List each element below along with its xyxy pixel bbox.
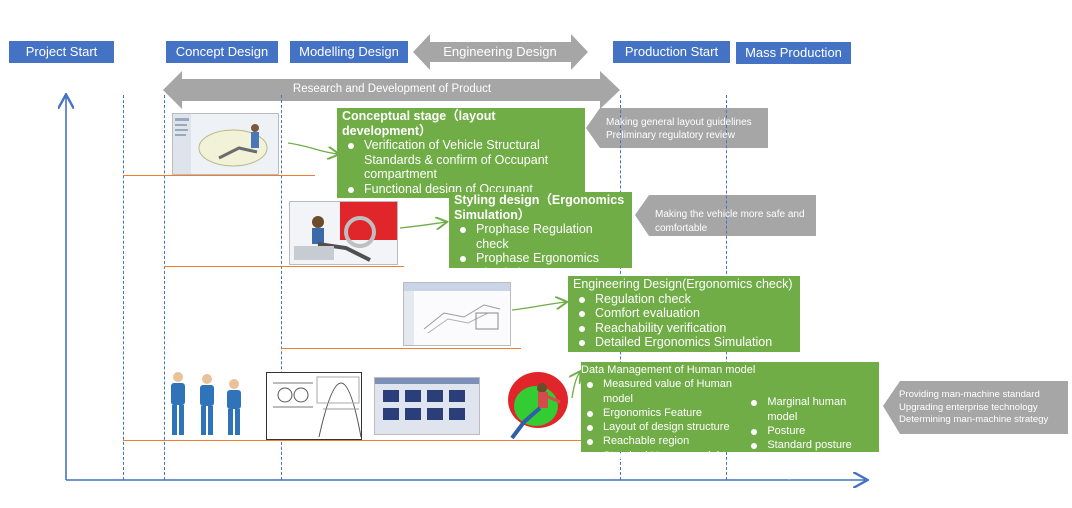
conceptual-note: Making general layout guidelines Prelimi… xyxy=(606,116,752,142)
arrow-styling xyxy=(399,222,446,228)
anthropometric-chart-image xyxy=(266,372,362,440)
list-item: Detailed Ergonomics Simulation xyxy=(579,335,795,350)
engineering-design-double-arrow xyxy=(413,34,588,70)
cad-thumbnail-styling xyxy=(289,201,398,265)
human-model-title: Data Management of Human model xyxy=(581,364,756,376)
arrow-human-model xyxy=(572,372,580,399)
list-item: Standard Human model xyxy=(586,449,745,463)
list-item: Layout of design structure xyxy=(586,420,745,434)
note-line: Upgrading enterprise technology xyxy=(899,401,1038,413)
human-model-note: Providing man-machine standard Upgrading… xyxy=(899,389,1048,427)
cad-thumbnail-engineering xyxy=(403,282,511,346)
arrow-conceptual xyxy=(287,142,338,154)
guide-line xyxy=(123,95,124,480)
list-item: Prophase Ergonomics Simulation xyxy=(460,251,627,280)
cad-thumbnail-layout xyxy=(172,113,279,175)
conceptual-stage-title: Conceptual stage（layout development） xyxy=(342,109,496,138)
stage-line xyxy=(281,348,521,349)
stage-line xyxy=(123,440,581,441)
note-pointer-3 xyxy=(883,381,1068,434)
phase-modelling-design: Modelling Design xyxy=(290,41,408,63)
list-item: Reachability verification xyxy=(579,321,795,336)
styling-design-title: Styling design（Ergonomics Simulation） xyxy=(454,193,625,222)
phase-project-start: Project Start xyxy=(9,41,114,63)
human-figures-image xyxy=(171,372,241,435)
list-item: Verification of Vehicle Structural Stand… xyxy=(348,138,580,182)
list-item: Comfort evaluation xyxy=(579,306,795,321)
list-item: Posture xyxy=(751,424,874,438)
conceptual-stage-box: Conceptual stage（layout development） Ver… xyxy=(337,108,585,210)
list-item: Prophase Regulation check xyxy=(460,222,627,251)
software-screenshot-image xyxy=(374,377,480,435)
note-line: Preliminary regulatory review xyxy=(606,130,735,141)
list-item: Marginal human model xyxy=(751,395,874,424)
note-pointer-1 xyxy=(586,108,768,148)
phase-production-start: Production Start xyxy=(613,41,730,63)
note-pointer-2 xyxy=(635,195,816,236)
guide-line xyxy=(281,95,282,480)
styling-design-box: Styling design（Ergonomics Simulation） Pr… xyxy=(449,192,632,280)
list-item: Reachable region xyxy=(586,434,745,448)
note-line: Determining man-machine strategy xyxy=(899,414,1049,425)
human-model-box: Data Management of Human model Measured … xyxy=(581,362,879,480)
note-line: Making general layout guidelines xyxy=(606,117,752,128)
guide-line xyxy=(164,95,165,480)
rnd-label: Research and Development of Product xyxy=(292,83,492,95)
arrow-engineering xyxy=(511,302,566,311)
rnd-double-arrow xyxy=(163,71,620,109)
engineering-design-box: Engineering Design(Ergonomics check) Reg… xyxy=(568,276,800,352)
list-item: Special posture analysis xyxy=(751,452,874,481)
list-item: Regulation check xyxy=(579,292,795,307)
stage-line xyxy=(164,266,404,267)
stage-line xyxy=(123,175,315,176)
list-item: Ergonomics Feature xyxy=(586,406,745,420)
list-item: Measured value of Human model xyxy=(586,377,745,406)
engineering-design-title: Engineering Design(Ergonomics check) xyxy=(573,277,793,291)
phase-mass-production: Mass Production xyxy=(736,42,851,64)
phase-engineering-design: Engineering Design xyxy=(443,44,557,59)
note-line: Providing man-machine standard xyxy=(899,389,1040,400)
reach-envelope-image xyxy=(508,372,568,440)
list-item: Standard posture xyxy=(751,438,874,452)
styling-note: Making the vehicle more safe and comfort… xyxy=(655,209,805,234)
phase-concept-design: Concept Design xyxy=(166,41,278,63)
